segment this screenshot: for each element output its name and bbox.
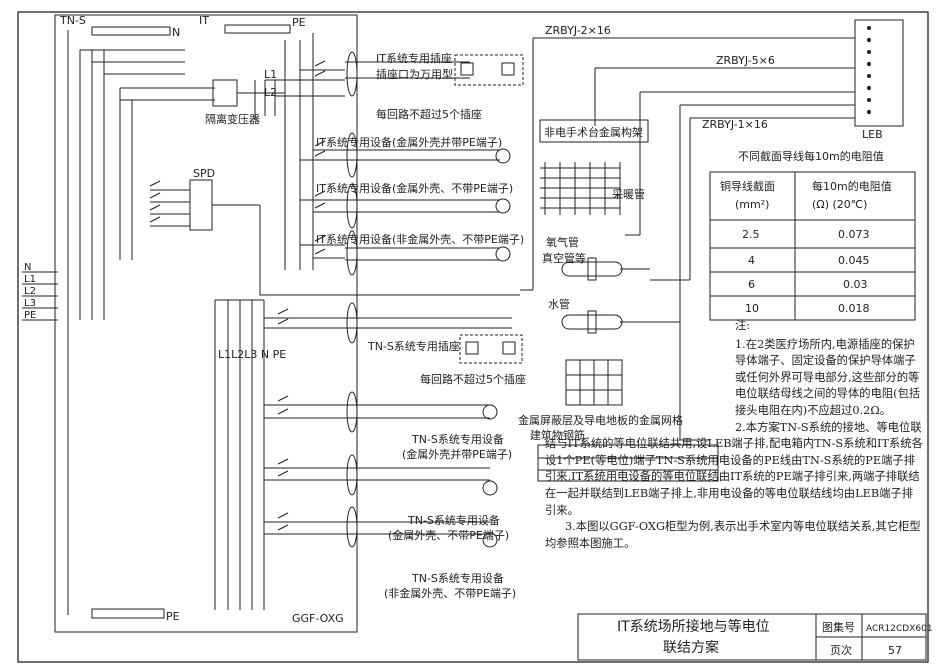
table-header-1b: (mm²): [735, 198, 769, 211]
cable-1x16: ZRBYJ-1×16: [702, 118, 768, 131]
table-header-1a: 铜导线截面: [720, 179, 775, 193]
vacuum-label: 真空管等: [542, 251, 586, 265]
page-label: 页次: [830, 643, 852, 657]
tn-socket-limit: 每回路不超过5个插座: [420, 372, 526, 386]
table-cell: 0.073: [838, 228, 870, 241]
table-header-2b: (Ω) (20℃): [812, 198, 867, 211]
incomer-l1: L1: [24, 274, 36, 285]
table-cell: 6: [748, 278, 755, 291]
l2-label: L2: [264, 86, 277, 99]
table-cell: 0.03: [843, 278, 868, 291]
tn-pe-busbar: [91, 608, 165, 619]
heating-label: 采暖管: [612, 187, 645, 201]
table-cell: 2.5: [742, 228, 760, 241]
bus-labels: L1L2L3 N PE: [218, 348, 286, 361]
atlas-value: ACR12CDX601: [866, 624, 933, 634]
tn-equip-2a: TN-S系统专用设备: [407, 513, 500, 527]
table-cell: 10: [745, 302, 759, 315]
note-3: 3.本图以GGF-OXG柜型为例,表示出手术室内等电位联结关系,其它柜型均参照本…: [545, 520, 921, 550]
it-socket-limit: 每回路不超过5个插座: [376, 107, 482, 121]
table-cell: 4: [748, 254, 755, 267]
spd-label: SPD: [193, 167, 215, 180]
table-header-2a: 每10m的电阻值: [812, 179, 892, 193]
n-bar-label: N: [172, 26, 180, 39]
oxygen-label: 氧气管: [546, 235, 579, 249]
tn-equip-1a: TN-S系统专用设备: [411, 432, 504, 446]
cable-5x6: ZRBYJ-5×6: [716, 54, 775, 67]
title-line-1: IT系统场所接地与等电位: [617, 618, 770, 635]
incomer-pe: PE: [24, 310, 36, 321]
tn-equip-2b: (金属外壳、不带PE端子): [388, 528, 509, 542]
tn-s-label: TN-S: [59, 14, 86, 27]
transformer-label: 隔离变压器: [205, 112, 260, 126]
atlas-label: 图集号: [822, 620, 855, 634]
n-busbar: [91, 26, 171, 36]
it-label: IT: [199, 14, 209, 27]
incomer-l3: L3: [24, 298, 36, 309]
tn-socket-title: TN-S系统专用插座: [367, 339, 460, 353]
tn-equip-3b: (非金属外壳、不带PE端子): [384, 586, 516, 600]
pe-bottom-label: PE: [166, 610, 180, 623]
it-equip-2: IT系统专用设备(金属外壳、不带PE端子): [316, 181, 513, 195]
tn-equip-1b: (金属外壳并带PE端子): [402, 447, 512, 461]
notes-block: 注: 1.在2类医疗场所内,电源插座的保护导体端子、固定设备的保护导体端子或任何…: [545, 318, 923, 552]
pe-top-label: PE: [292, 16, 306, 29]
cable-2x16: ZRBYJ-2×16: [545, 24, 611, 37]
cabinet-model: GGF-OXG: [292, 612, 344, 625]
notes-heading: 注:: [735, 319, 751, 332]
rebar-label: 建筑物钢筋: [530, 428, 585, 442]
sheet-border: [17, 11, 929, 663]
frame-label: 非电手术台金属构架: [544, 125, 643, 139]
table-caption: 不同截面导线每10m的电阻值: [738, 149, 884, 163]
note-1: 1.在2类医疗场所内,电源插座的保护导体端子、固定设备的保护导体端子或任何外界可…: [735, 337, 921, 417]
it-socket-title: IT系统专用插座: [376, 51, 452, 65]
incomer-l2: L2: [24, 286, 36, 297]
it-pe-busbar: [224, 24, 291, 34]
page-value: 57: [888, 644, 902, 657]
table-cell: 0.018: [838, 302, 870, 315]
tn-equip-3a: TN-S系统专用设备: [411, 571, 504, 585]
it-equip-1: IT系统专用设备(金属外壳并带PE端子): [316, 135, 502, 149]
it-socket-sub: 插座口为万用型: [376, 67, 453, 81]
title-line-2: 联结方案: [663, 639, 719, 656]
note-2: 2.本方案TN-S系统的接地、等电位联结与IT系统的等电位联结共用,设LEB端子…: [545, 420, 923, 517]
table-cell: 0.045: [838, 254, 870, 267]
it-equip-3: IT系统专用设备(非金属外壳、不带PE端子): [316, 232, 524, 246]
shield-label: 金属屏蔽层及导电地板的金属网格: [518, 413, 683, 427]
l1-label: L1: [264, 68, 277, 81]
leb-label: LEB: [862, 128, 883, 141]
cabinet-outline: [54, 14, 358, 633]
water-label: 水管: [548, 297, 570, 311]
incomer-n: N: [24, 262, 31, 273]
